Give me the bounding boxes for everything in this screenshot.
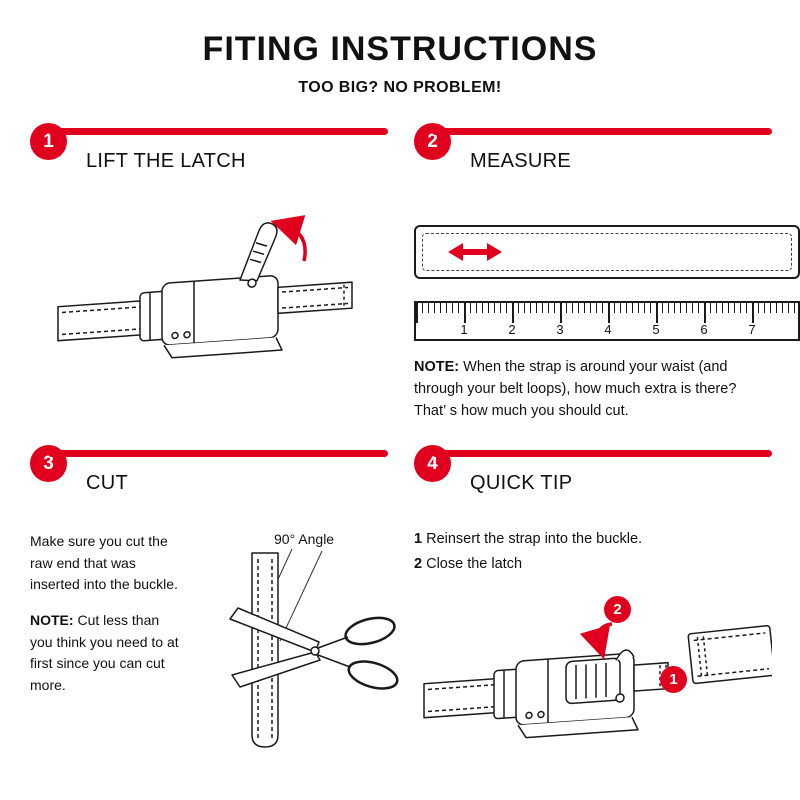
cut-content: Make sure you cut the raw end that was i…	[30, 531, 399, 776]
tip-text: Close the latch	[426, 556, 523, 573]
steps-grid: 1 LIFT THE LATCH	[0, 97, 800, 785]
note-text: Cut less than you think you need to at f…	[30, 612, 179, 694]
measure-note: NOTE: When the strap is around your wais…	[414, 357, 761, 422]
step-2-section: 2 MEASURE 1 2 3 4 5 6	[414, 123, 800, 445]
step-4-section: 4 QUICK TIP 1 Reinsert the strap into th…	[414, 445, 772, 785]
step-1-heading: LIFT THE LATCH	[86, 150, 246, 172]
ruler-number: 7	[748, 322, 756, 337]
tip-item-1: 1 Reinsert the strap into the buckle.	[414, 527, 772, 552]
ruler-number: 5	[652, 322, 660, 337]
step-1-section: 1 LIFT THE LATCH	[30, 123, 388, 445]
measure-double-arrow-icon	[448, 243, 502, 261]
ruler-numbers: 1 2 3 4 5 6 7	[440, 322, 798, 337]
ruler-number: 3	[556, 322, 564, 337]
callout-badge-1: 1	[660, 665, 687, 693]
step-3-heading: CUT	[86, 472, 129, 494]
note-text: When the strap is around your waist (and…	[414, 359, 737, 419]
step-3-rule	[48, 450, 388, 457]
belt-buckle-open-illustration	[30, 215, 388, 375]
ruler-number: 4	[604, 322, 612, 337]
scissors-drawing-icon	[229, 548, 399, 748]
angle-label: 90° Angle	[274, 531, 335, 547]
cut-body-text: Make sure you cut the raw end that was i…	[30, 533, 178, 593]
buckle-closed-drawing-icon	[423, 622, 772, 739]
note-label: NOTE:	[414, 359, 460, 375]
tip-item-2: 2 Close the latch	[414, 552, 772, 577]
step-3-section: 3 CUT Make sure you cut the raw end that…	[30, 445, 399, 785]
buckle-open-drawing-icon	[57, 215, 353, 359]
cut-note: NOTE: Cut less than you think you need t…	[30, 610, 180, 697]
ruler-number: 6	[700, 322, 708, 337]
tip-number: 2	[414, 556, 423, 573]
step-4-rule	[432, 450, 772, 457]
strap-illustration	[414, 225, 800, 279]
step-2-rule	[432, 128, 772, 135]
page-title: FITING INSTRUCTIONS	[202, 30, 598, 68]
step-4-heading: QUICK TIP	[470, 472, 573, 494]
loose-strap-drawing	[687, 624, 772, 684]
callout-badge-2: 2	[604, 595, 631, 623]
step-3-header: 3 CUT	[30, 445, 388, 509]
tip-number: 1	[414, 531, 423, 547]
page-subtitle: TOO BIG? NO PROBLEM!	[298, 79, 502, 96]
lift-direction-arrow-icon	[270, 215, 307, 262]
step-2-heading: MEASURE	[470, 150, 572, 172]
page-header: FITING INSTRUCTIONS TOO BIG? NO PROBLEM!	[0, 0, 800, 97]
tip-text: Reinsert the strap into the buckle.	[426, 531, 643, 547]
ruler-number: 1	[460, 322, 468, 337]
buckle-closed-illustration: 2 1	[414, 582, 772, 787]
cut-instructions: Make sure you cut the raw end that was i…	[30, 531, 180, 776]
close-latch-arrow-icon	[579, 622, 613, 660]
quick-tips-list: 1 Reinsert the strap into the buckle. 2 …	[414, 527, 772, 578]
step-1-rule	[48, 128, 388, 135]
ruler-illustration: 1 2 3 4 5 6 7	[414, 301, 800, 341]
step-4-header: 4 QUICK TIP	[414, 445, 772, 509]
scissors-illustration: 90° Angle	[190, 531, 399, 776]
ruler-number: 2	[508, 322, 516, 337]
step-1-header: 1 LIFT THE LATCH	[30, 123, 388, 187]
note-label: NOTE:	[30, 612, 74, 629]
strap-stitching	[422, 233, 792, 271]
step-2-header: 2 MEASURE	[414, 123, 772, 187]
